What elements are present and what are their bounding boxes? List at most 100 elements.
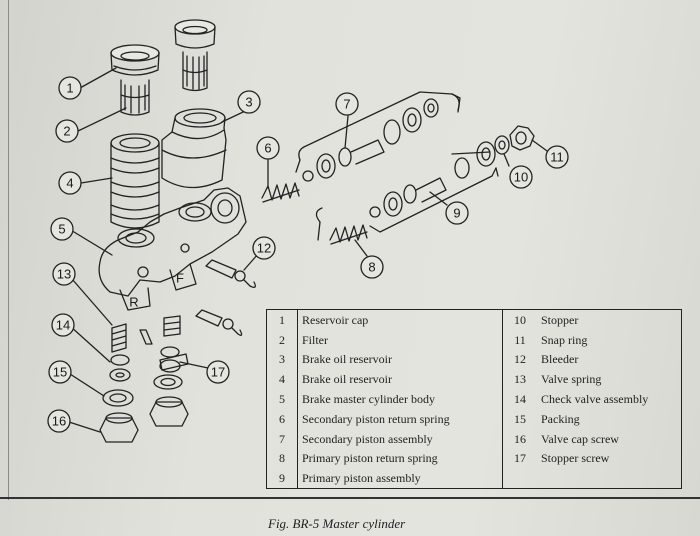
part-name: Primary piston return spring: [297, 448, 503, 469]
secondary-piston-assembly-drawing: [298, 91, 460, 182]
primary-piston-assembly-drawing: [369, 141, 497, 233]
part-name: Brake master cylinder body: [297, 389, 503, 409]
valve-spring-drawing: [111, 315, 181, 353]
part-number: 13: [514, 372, 526, 387]
callout-label-17: 17: [211, 365, 225, 380]
part-number: 8: [266, 448, 298, 469]
master-cylinder-body-drawing: [98, 187, 247, 311]
part-number: 9: [266, 468, 298, 489]
callout-label-9: 9: [453, 206, 460, 221]
callout-circle-12: [252, 236, 276, 260]
part-number-empty: [503, 468, 538, 488]
callout-circle-13: [52, 262, 76, 286]
table-row: 3 Brake oil reservoir 12 Bleeder: [266, 349, 682, 370]
part-number: 15: [514, 411, 526, 426]
table-row: 6 Secondary piston return spring 15 Pack…: [266, 408, 682, 429]
secondary-return-spring-drawing: [261, 182, 300, 203]
callout-circle-9: [445, 201, 469, 225]
callout-circle-3: [237, 90, 261, 114]
callout-circle-17: [206, 360, 230, 384]
figure-caption: Fig. BR-5 Master cylinder: [268, 516, 406, 531]
table-row: 5 Brake master cylinder body 14 Check va…: [266, 389, 682, 409]
filter-drawing: [120, 79, 150, 116]
part-name: Bleeder: [541, 352, 579, 367]
part-number: 4: [266, 369, 298, 390]
part-number: 17: [514, 451, 526, 466]
packing-drawing: [102, 374, 183, 407]
callout-label-8: 8: [368, 260, 375, 275]
callout-circle-2: [55, 119, 79, 143]
part-name-empty: [537, 468, 682, 488]
callout-circle-4: [58, 171, 82, 195]
callout-label-7: 7: [343, 97, 350, 112]
part-name: Check valve assembly: [541, 391, 649, 406]
brake-oil-reservoir-left-drawing: [110, 133, 160, 229]
check-valve-assembly-drawing: [109, 329, 181, 382]
table-row: 1 Reservoir cap 10 Stopper: [266, 309, 682, 330]
callout-circle-11: [545, 145, 569, 169]
table-row: 4 Brake oil reservoir 13 Valve spring: [266, 369, 682, 390]
bleeder-right-drawing: [195, 259, 256, 336]
part-name: Secondary piston return spring: [297, 408, 503, 429]
reservoir-cap-right-drawing: [174, 19, 216, 49]
callout-label-2: 2: [63, 124, 70, 139]
part-name: Stopper screw: [541, 451, 610, 466]
callout-label-3: 3: [245, 95, 252, 110]
part-number: 5: [266, 389, 298, 409]
callout-circle-15: [48, 360, 72, 384]
part-name: Stopper: [541, 312, 579, 327]
primary-return-spring-drawing: [315, 207, 368, 245]
filter-right-drawing: [182, 51, 208, 92]
table-row: 8 Primary piston return spring 17 Stoppe…: [266, 448, 682, 469]
part-name: Snap ring: [541, 332, 588, 347]
callout-label-16: 16: [52, 414, 66, 429]
callout-circle-8: [360, 255, 384, 279]
callout-label-11: 11: [550, 150, 564, 165]
table-row: 7 Secondary piston assembly 16 Valve cap…: [266, 428, 682, 449]
part-name: Filter: [297, 329, 503, 350]
body-mark-r: R: [129, 295, 138, 310]
callout-label-15: 15: [53, 365, 67, 380]
part-number: 3: [266, 349, 298, 370]
part-name: Valve cap screw: [541, 431, 619, 446]
part-number: 16: [514, 431, 526, 446]
table-row: 2 Filter 11 Snap ring: [266, 329, 682, 350]
callout-label-13: 13: [57, 267, 71, 282]
bottom-rule: [0, 497, 700, 499]
callout-label-5: 5: [58, 222, 65, 237]
callout-circle-16: [47, 409, 71, 433]
parts-legend-table: 1 Reservoir cap 10 Stopper 2 Filter 11 S…: [266, 309, 682, 489]
callout-label-14: 14: [56, 318, 70, 333]
snap-ring-drawing: [509, 125, 535, 151]
part-number: 2: [266, 329, 298, 350]
part-name: Brake oil reservoir: [297, 349, 503, 370]
stopper-drawing: [494, 135, 510, 155]
callout-label-12: 12: [257, 241, 271, 256]
part-number: 10: [514, 312, 526, 327]
part-number: 11: [514, 332, 526, 347]
page-margin-rule: [8, 0, 9, 500]
callout-circle-1: [58, 76, 82, 100]
callout-circle-5: [50, 217, 74, 241]
callout-label-6: 6: [264, 141, 271, 156]
part-name: Brake oil reservoir: [297, 369, 503, 390]
part-number: 12: [514, 352, 526, 367]
part-name: Primary piston assembly: [297, 468, 503, 489]
part-name: Packing: [541, 411, 580, 426]
callout-label-1: 1: [66, 81, 73, 96]
callout-circle-6: [256, 136, 280, 160]
part-name: Secondary piston assembly: [297, 428, 503, 449]
callout-circle-7: [335, 92, 359, 116]
part-name: Reservoir cap: [297, 309, 503, 330]
valve-cap-screw-drawing: [99, 396, 189, 443]
part-number: 7: [266, 428, 298, 449]
part-number: 1: [266, 309, 298, 330]
callout-circle-14: [51, 313, 75, 337]
callout-circle-10: [509, 165, 533, 189]
table-row: 9 Primary piston assembly: [266, 468, 682, 489]
body-mark-f: F: [176, 271, 184, 286]
part-number: 14: [514, 391, 526, 406]
part-number: 6: [266, 408, 298, 429]
